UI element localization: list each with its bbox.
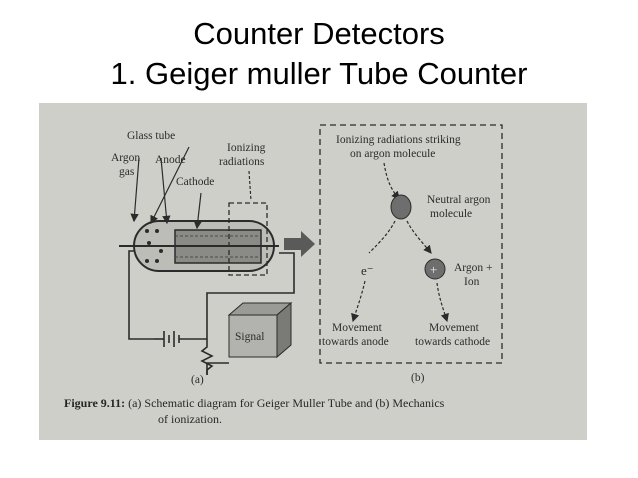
- battery-icon: [154, 331, 207, 347]
- transition-arrow: [284, 231, 315, 257]
- movement-anode-label-2: towards anode: [322, 336, 389, 348]
- glass-tube-label: Glass tube: [127, 130, 175, 142]
- electron-label: e⁻: [361, 263, 374, 278]
- neutral-label-1: Neutral argon: [427, 194, 491, 206]
- caption-label: Figure 9.11:: [64, 396, 126, 410]
- title-line-2: 1. Geiger muller Tube Counter: [110, 56, 528, 91]
- panel-b-label: (b): [411, 372, 425, 384]
- movement-anode-label-1: Movement: [332, 322, 383, 334]
- striking-label-1: Ionizing radiations striking: [336, 134, 461, 146]
- ion-plus-symbol: +: [430, 262, 437, 277]
- argon-ion-label-1: Argon +: [454, 262, 493, 274]
- caption-line-2: of ionization.: [158, 412, 222, 426]
- ionizing-label-2: radiations: [219, 156, 265, 168]
- neutral-argon-molecule: [390, 194, 412, 220]
- panel-a-label: (a): [191, 374, 204, 386]
- caption-line-1: (a) Schematic diagram for Geiger Muller …: [128, 396, 445, 410]
- geiger-diagram: Glass tube Argon gas Anode Ionizing radi…: [111, 124, 503, 386]
- argon-ion: [424, 258, 446, 280]
- neutral-label-2: molecule: [430, 208, 472, 220]
- argon-gas-label-2: gas: [119, 166, 135, 178]
- signal-box: [227, 301, 293, 359]
- slide-title: Counter Detectors 1. Geiger muller Tube …: [0, 14, 638, 94]
- ionization-box: [319, 124, 503, 364]
- anode-label: Anode: [155, 154, 186, 166]
- radiation-box: [228, 202, 268, 276]
- circuit-wire: [128, 250, 154, 340]
- ionizing-label-1: Ionizing: [227, 142, 266, 154]
- signal-label: Signal: [235, 331, 264, 343]
- movement-cathode-label-2: towards cathode: [415, 336, 490, 348]
- movement-cathode-label-1: Movement: [429, 322, 480, 334]
- figure-caption: Figure 9.11: (a) Schematic diagram for G…: [64, 395, 574, 427]
- argon-ion-label-2: Ion: [464, 276, 480, 288]
- resistor-icon: [200, 339, 214, 375]
- title-line-1: Counter Detectors: [193, 16, 445, 51]
- argon-gas-label-1: Argon: [111, 152, 140, 164]
- geiger-figure-photo: Glass tube Argon gas Anode Ionizing radi…: [39, 103, 587, 440]
- cathode-label: Cathode: [176, 176, 214, 188]
- striking-label-2: on argon molecule: [350, 148, 435, 160]
- gas-dots: [145, 229, 163, 263]
